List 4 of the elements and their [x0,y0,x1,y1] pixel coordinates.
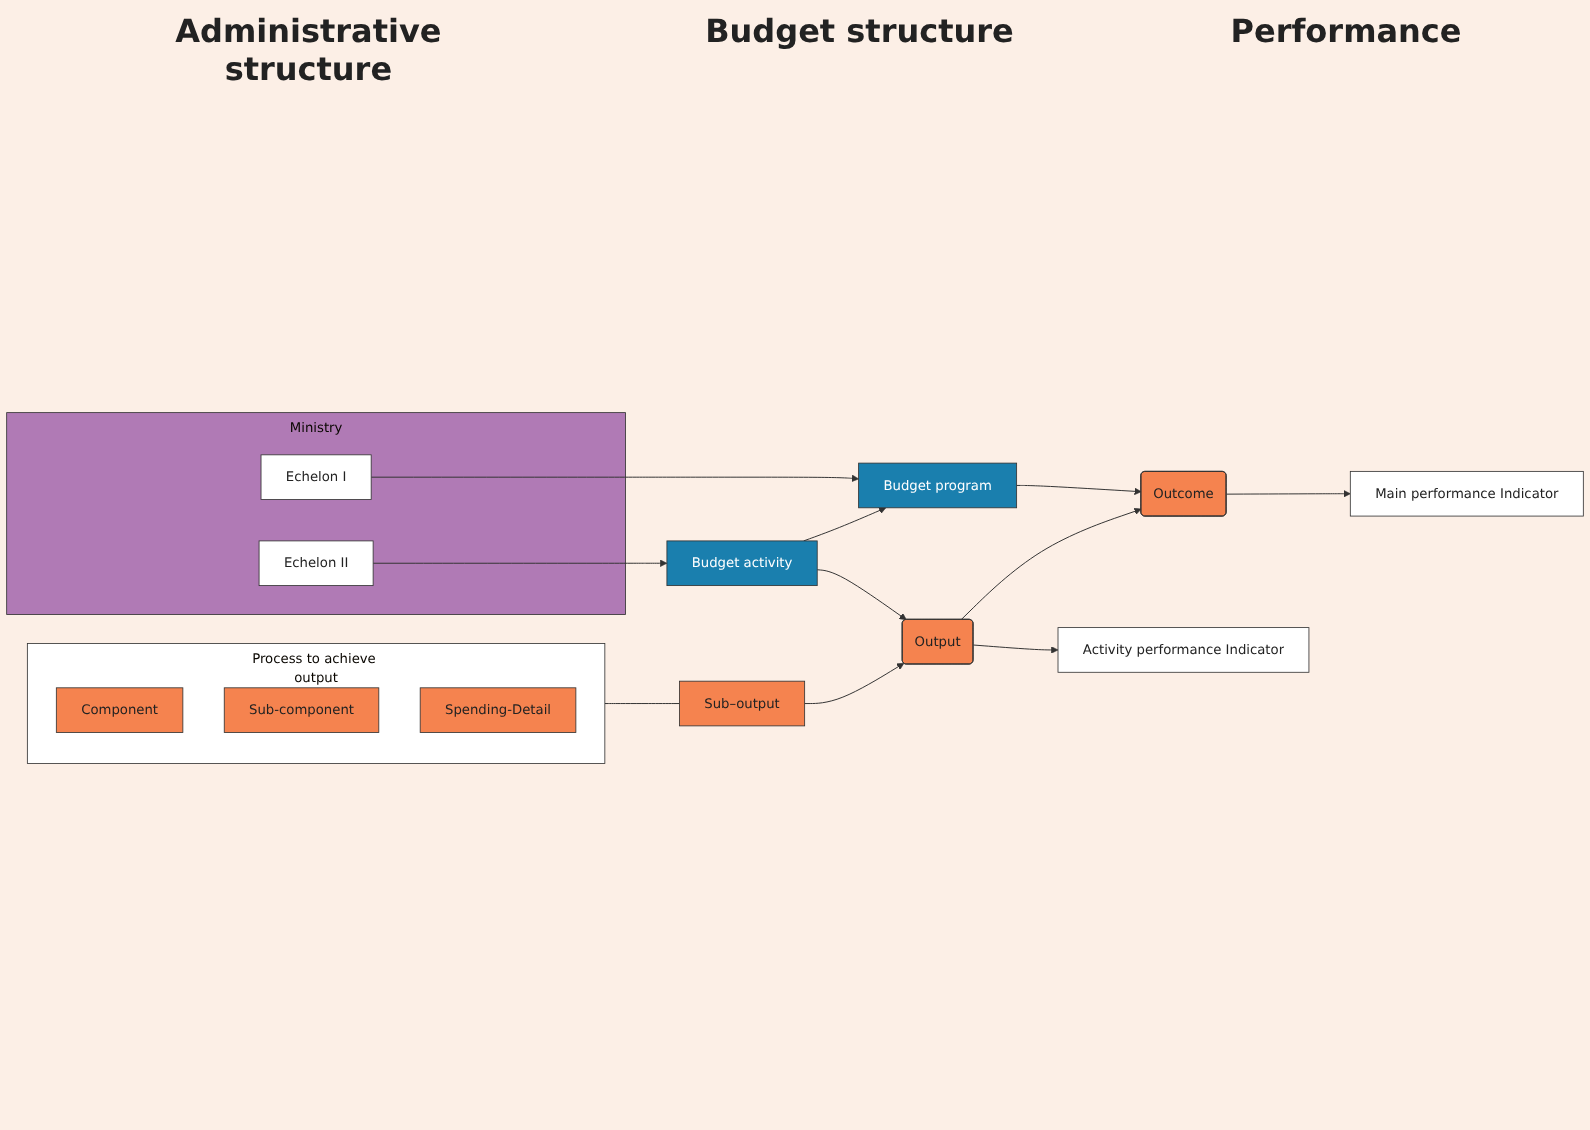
column-heading: Performance [1230,12,1462,54]
column-heading: Budget structure [705,12,1014,54]
column-heading: Administrative structure [173,12,444,88]
connector [604,702,680,704]
